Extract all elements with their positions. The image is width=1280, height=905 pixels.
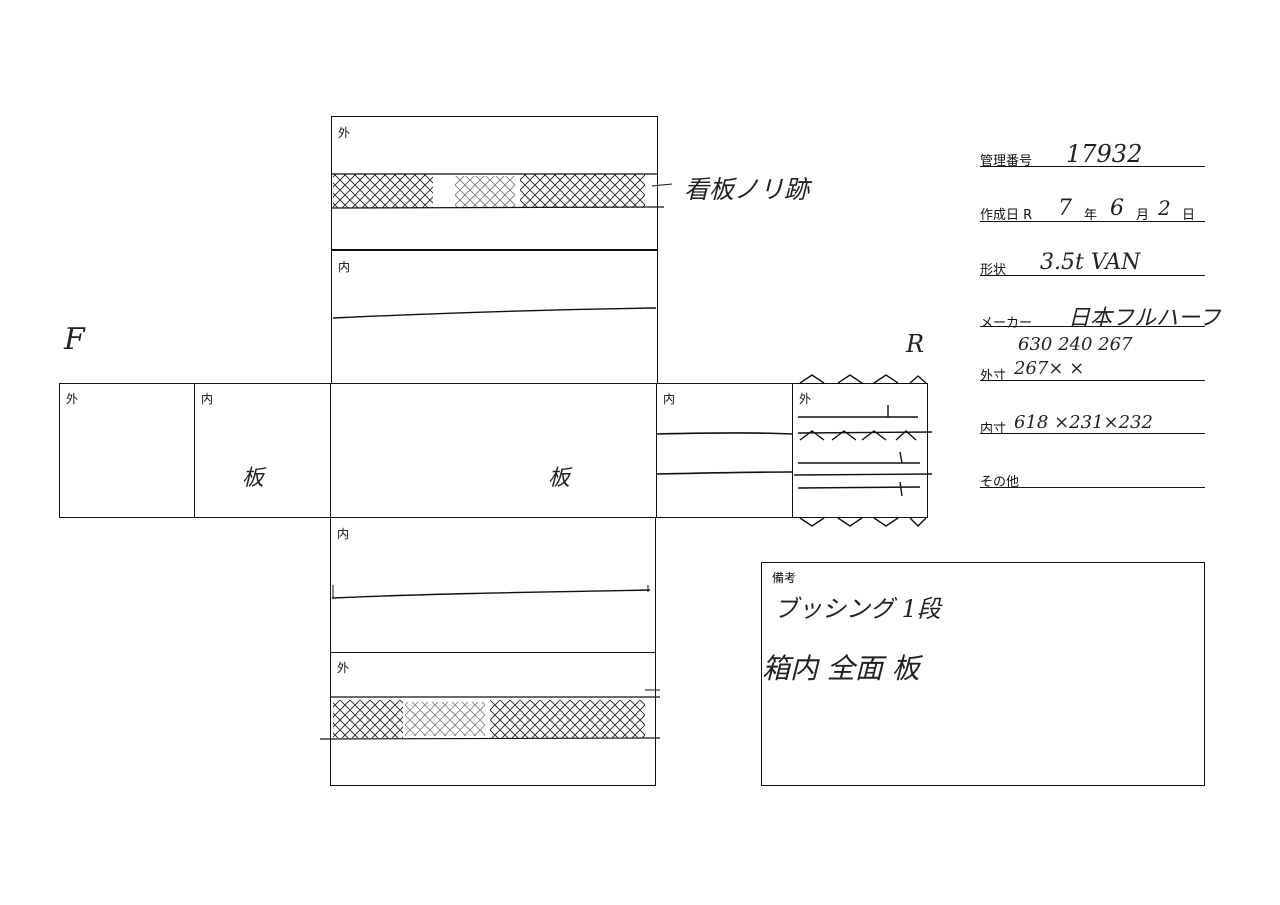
bottom-flap-hatch: [319, 689, 661, 740]
center-text: 板: [548, 466, 571, 491]
left-inner-text: 板: [242, 466, 265, 491]
inner-dims-label: 内寸: [980, 422, 1007, 437]
right-inner-label: 内: [663, 392, 676, 406]
rear-mark: R: [906, 330, 925, 358]
right-outer-label: 外: [799, 392, 812, 406]
remarks-box: 備考 ブッシング 1段 箱内 全面 板: [761, 562, 1205, 786]
other-label: その他: [980, 475, 1020, 490]
right-inner-strokes: [656, 432, 793, 475]
shape-label: 形状: [980, 263, 1007, 278]
bottom-outer-label: 外: [337, 661, 350, 675]
mgmt-number-label: 管理番号: [980, 154, 1033, 169]
date-year-unit: 年: [1084, 208, 1098, 223]
inner-dims-value: 618 ×231×232: [1014, 412, 1153, 433]
bottom-inner-label: 内: [337, 527, 350, 541]
maker-value: 日本フルハーフ: [1068, 306, 1221, 331]
top-flap-hatch: [330, 173, 673, 209]
front-mark: F: [64, 322, 85, 357]
date-day: 2: [1158, 196, 1171, 220]
date-month: 6: [1110, 196, 1124, 221]
shape-value: 3.5t VAN: [1040, 250, 1141, 275]
right-outer-marks: [793, 374, 933, 527]
remarks-line-1: ブッシング 1段: [774, 595, 941, 623]
left-outer-label: 外: [66, 392, 79, 406]
top-outer-panel: [331, 116, 658, 250]
remarks-line-2: 箱内 全面 板: [762, 652, 920, 685]
top-outer-label: 外: [338, 126, 351, 140]
top-inner-label: 内: [338, 260, 351, 274]
top-flap-note: 看板ノリ跡: [684, 175, 810, 204]
date-day-unit: 日: [1182, 208, 1196, 223]
bottom-inner-stroke: [331, 589, 651, 599]
remarks-label: 備考: [772, 571, 797, 585]
outer-dims-value: 267× ×: [1014, 358, 1085, 379]
outer-dims-label: 外寸: [980, 369, 1007, 384]
date-label: 作成日 R: [980, 208, 1033, 223]
top-inner-stroke: [332, 307, 657, 319]
left-inner-label: 内: [201, 392, 214, 406]
date-year: 7: [1058, 196, 1072, 221]
right-outer-panel: [792, 383, 928, 518]
date-month-unit: 月: [1136, 208, 1150, 223]
maker-label: メーカー: [980, 316, 1033, 331]
outer-dims-above: 630 240 267: [1018, 334, 1133, 355]
bottom-outer-panel: [330, 652, 656, 786]
mgmt-number-value: 17932: [1066, 140, 1143, 168]
